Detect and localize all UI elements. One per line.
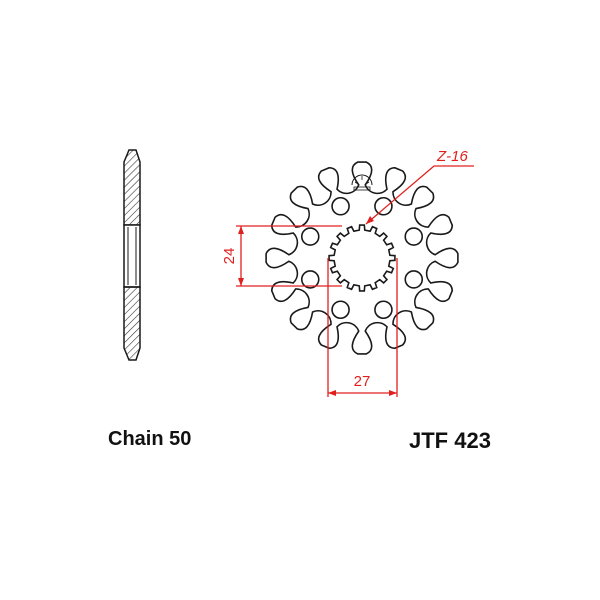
profile-hub-bore bbox=[123, 224, 141, 288]
profile-upper-hatched bbox=[123, 149, 141, 226]
bolt-hole-group bbox=[300, 196, 424, 320]
part-number-label: JTF 423 bbox=[409, 428, 491, 453]
dimension-24-label: 24 bbox=[221, 248, 238, 265]
manufacturer-mark bbox=[351, 174, 373, 191]
splined-center-bore bbox=[328, 224, 396, 292]
bolt-hole bbox=[331, 300, 350, 320]
bolt-hole bbox=[404, 227, 424, 246]
bolt-hole bbox=[374, 196, 393, 216]
sprocket-front-view bbox=[265, 161, 459, 355]
profile-lower-hatched bbox=[123, 286, 141, 361]
sprocket-side-profile bbox=[123, 149, 141, 361]
bolt-hole bbox=[331, 196, 350, 216]
bolt-hole bbox=[300, 227, 320, 246]
bolt-hole bbox=[404, 270, 424, 289]
teeth-count-label: Z-16 bbox=[436, 148, 469, 165]
dimension-annotations bbox=[236, 165, 474, 397]
bolt-hole bbox=[374, 300, 393, 320]
chain-size-label: Chain 50 bbox=[108, 428, 192, 450]
bolt-hole bbox=[300, 270, 320, 289]
dimension-27-label: 27 bbox=[354, 373, 371, 390]
sprocket-tooth-outline bbox=[265, 161, 459, 355]
